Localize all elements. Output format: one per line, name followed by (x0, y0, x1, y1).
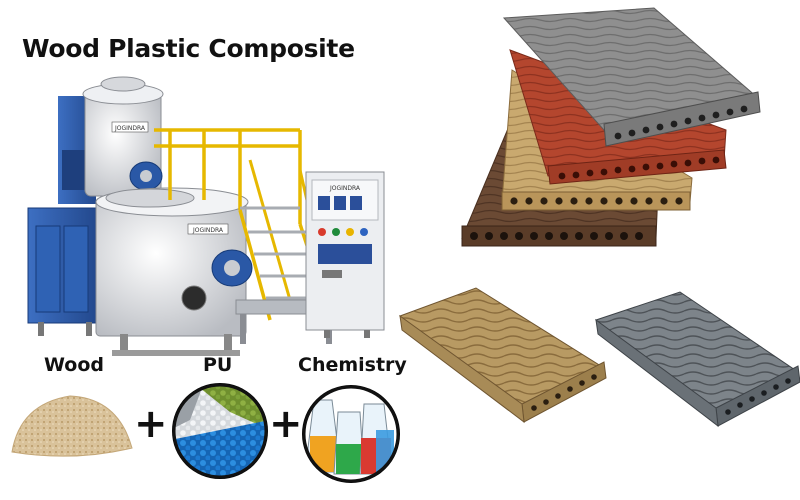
plus-sign-1: + (134, 401, 168, 447)
ingredient-label-pu: PU (203, 354, 233, 376)
wood-sawdust-pile (11, 395, 133, 457)
ingredient-label-chemistry: Chemistry (298, 354, 407, 376)
ingredient-label-wood: Wood (44, 354, 104, 376)
board-slate (594, 291, 800, 428)
mixer-machine: JOGINDRA JOGINDRA (27, 76, 253, 356)
board-woodgrain (398, 287, 607, 424)
brand-plate-lower: JOGINDRA (192, 227, 224, 234)
plus-sign-2: + (269, 401, 303, 447)
pu-pellets-circle (172, 383, 268, 479)
page-title: Wood Plastic Composite (22, 34, 355, 63)
brand-plate-upper: JOGINDRA (114, 125, 146, 132)
discharge-port (181, 285, 207, 311)
board-grey (502, 7, 761, 147)
chemistry-glassware-circle (302, 385, 400, 483)
decking-stack (461, 7, 761, 247)
brand-plate-panel: JOGINDRA (329, 185, 361, 192)
control-panel: JOGINDRA (305, 171, 385, 338)
